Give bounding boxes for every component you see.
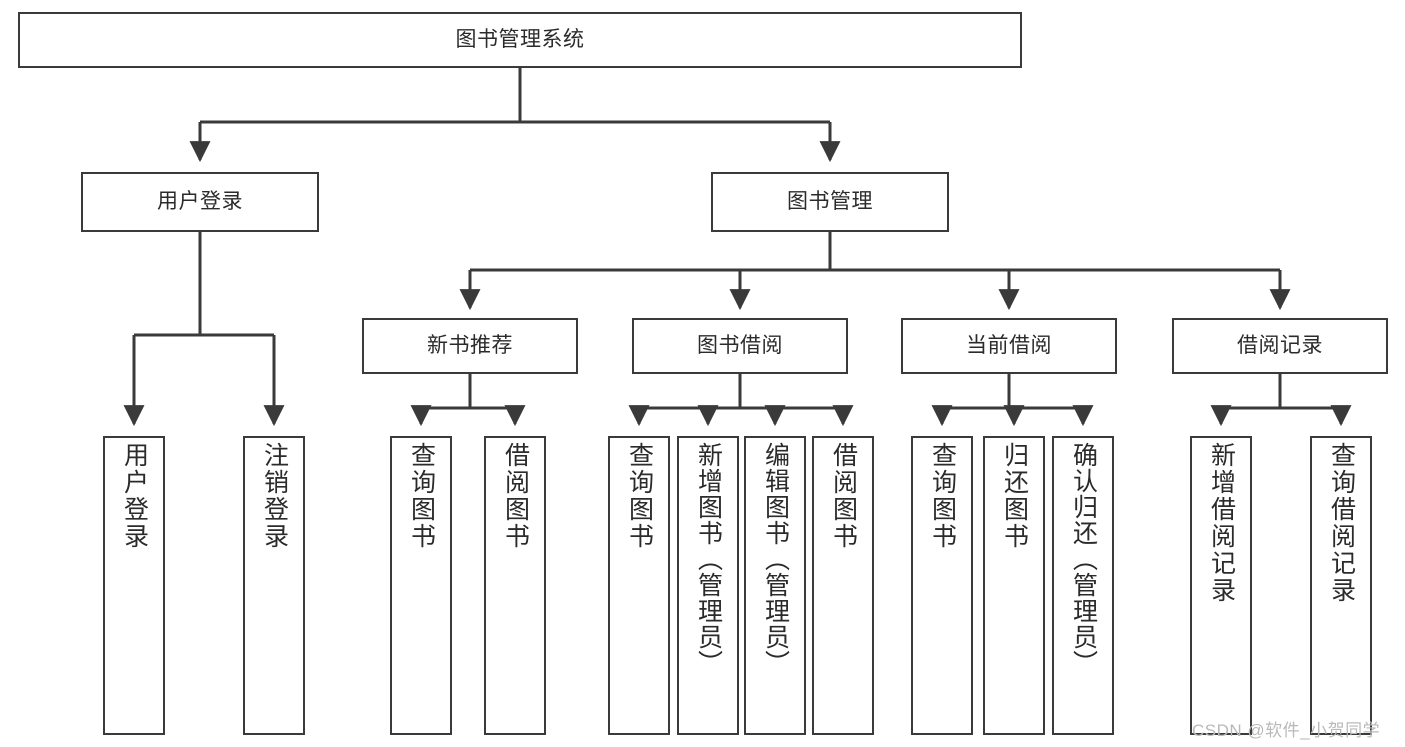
node-book-manage-label: 图书管理 [787,189,873,213]
node-current-borrow[interactable]: 当前借阅 [901,318,1117,374]
node-root[interactable]: 图书管理系统 [18,12,1022,68]
node-current-borrow-label: 当前借阅 [966,333,1052,357]
node-leaf-query-book-rec[interactable]: 查询图书 [390,436,452,735]
node-leaf-user-login[interactable]: 用户登录 [103,436,165,735]
node-leaf-add-borrow-record[interactable]: 新增借阅记录 [1190,436,1252,735]
node-user-login[interactable]: 用户登录 [81,172,319,232]
csdn-watermark: CSDN @软件_小贺同学 [1192,721,1381,740]
node-leaf-borrow-book-rec[interactable]: 借阅图书 [484,436,546,735]
node-leaf-user-login-label: 用户登录 [120,442,149,550]
node-leaf-query-book-borrow-label: 查询图书 [625,442,654,550]
node-leaf-query-borrow-record[interactable]: 查询借阅记录 [1310,436,1372,735]
node-leaf-add-borrow-record-label: 新增借阅记录 [1207,442,1236,604]
node-leaf-query-book-current-label: 查询图书 [928,442,957,550]
node-leaf-confirm-return-admin-label: 确认归还（管理员） [1069,442,1098,676]
node-book-borrow-label: 图书借阅 [697,333,783,357]
node-leaf-borrow-book-rec-label: 借阅图书 [501,442,530,550]
node-user-login-label: 用户登录 [157,189,243,213]
node-leaf-query-borrow-record-label: 查询借阅记录 [1327,442,1356,604]
node-borrow-record[interactable]: 借阅记录 [1172,318,1388,374]
node-new-book-rec-label: 新书推荐 [427,333,513,357]
node-leaf-user-logout[interactable]: 注销登录 [243,436,305,735]
node-leaf-query-book-borrow[interactable]: 查询图书 [608,436,670,735]
node-borrow-record-label: 借阅记录 [1237,333,1323,357]
node-leaf-edit-book-admin[interactable]: 编辑图书（管理员） [744,436,806,735]
node-leaf-add-book-admin[interactable]: 新增图书（管理员） [677,436,739,735]
node-leaf-borrow-book[interactable]: 借阅图书 [812,436,874,735]
node-leaf-add-book-admin-label: 新增图书（管理员） [694,442,723,676]
node-leaf-user-logout-label: 注销登录 [260,442,289,550]
node-leaf-query-book-rec-label: 查询图书 [407,442,436,550]
node-leaf-return-book-label: 归还图书 [1000,442,1029,550]
node-root-label: 图书管理系统 [455,27,585,51]
node-leaf-confirm-return-admin[interactable]: 确认归还（管理员） [1052,436,1114,735]
node-book-manage[interactable]: 图书管理 [711,172,949,232]
node-leaf-return-book[interactable]: 归还图书 [983,436,1045,735]
node-new-book-rec[interactable]: 新书推荐 [362,318,578,374]
node-leaf-borrow-book-label: 借阅图书 [829,442,858,550]
node-leaf-edit-book-admin-label: 编辑图书（管理员） [761,442,790,676]
node-leaf-query-book-current[interactable]: 查询图书 [911,436,973,735]
node-book-borrow[interactable]: 图书借阅 [632,318,848,374]
